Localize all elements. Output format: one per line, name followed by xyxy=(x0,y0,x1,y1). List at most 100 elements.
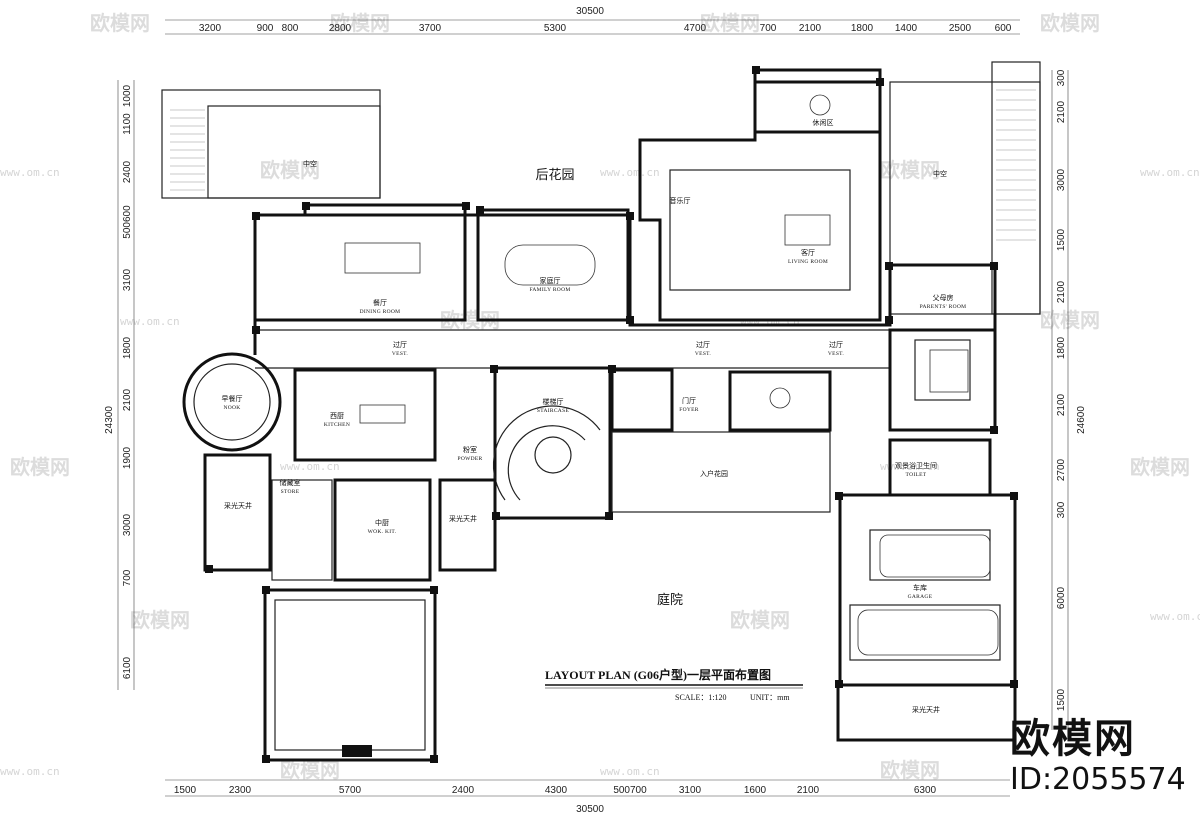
room-label-wok-kitchen-en: WOK. KIT. xyxy=(368,529,397,535)
top-dimension: 1400 xyxy=(895,23,918,34)
top-dimension: 800 xyxy=(282,23,299,34)
room-label-foyer-en: FOYER xyxy=(679,407,699,413)
watermark-logo-text: 欧模网 xyxy=(880,758,940,782)
watermark-url: www.om.cn xyxy=(600,765,660,778)
room-label-garage-en: GARAGE xyxy=(908,594,933,600)
caption-title: LAYOUT PLAN (G06户型)一层平面布置图 xyxy=(545,667,771,682)
brand-id: ID:2055574 xyxy=(1010,762,1186,797)
room-label-staircase: 楼梯厅 xyxy=(543,397,564,406)
room-label-skylight-well: 采光天井 xyxy=(912,705,940,714)
watermark-logo-text: 欧模网 xyxy=(730,608,790,632)
room-label-living-room-en: LIVING ROOM xyxy=(788,259,828,265)
left-dimension: 1800 xyxy=(122,336,133,359)
top-dimension: 2500 xyxy=(949,23,972,34)
left-dimension: 1900 xyxy=(122,446,133,469)
watermark-url: www.om.cn xyxy=(0,765,60,778)
top-dimension: 1800 xyxy=(851,23,874,34)
right-dimension: 2100 xyxy=(1056,280,1067,303)
room-label-family-room-en: FAMILY ROOM xyxy=(529,287,570,293)
watermark-logo-text: 欧模网 xyxy=(1040,11,1100,35)
bottom-dimension: 6300 xyxy=(914,785,937,796)
room-label-store: 储藏室 xyxy=(280,478,301,487)
right-dimension: 1800 xyxy=(1056,336,1067,359)
room-labels: 中空 中空 后花园 休闲区 音乐厅 客厅 LIVING ROOM 餐厅 DINI… xyxy=(222,118,967,714)
top-dimension: 4700 xyxy=(684,23,707,34)
caption-unit: UNIT：mm xyxy=(750,693,790,702)
watermark-logo-text: 欧模网 xyxy=(130,608,190,632)
left-dimension: 500600 xyxy=(122,205,133,239)
brand-name: 欧模网 xyxy=(1010,716,1136,762)
room-label-foyer: 门厅 xyxy=(682,396,696,405)
watermark-url: www.om.cn xyxy=(0,166,60,179)
room-label-dining-room: 餐厅 xyxy=(373,298,387,307)
room-label-kitchen: 西厨 xyxy=(330,412,344,420)
watermark-logo-text: 欧模网 xyxy=(10,455,70,479)
room-label-vestibule-en: VEST. xyxy=(392,351,409,357)
right-dimension: 300 xyxy=(1056,501,1067,518)
left-dimension: 1100 xyxy=(122,113,133,135)
watermark-logo-text: 欧模网 xyxy=(90,11,150,35)
left-dimension: 3100 xyxy=(122,268,133,291)
bottom-dimension: 1600 xyxy=(744,785,767,796)
room-label-living-room: 客厅 xyxy=(801,248,815,257)
room-label-vestibule-en: VEST. xyxy=(828,351,845,357)
room-label-vestibule: 过厅 xyxy=(696,340,710,349)
top-total-dimension: 30500 xyxy=(576,6,604,17)
room-label-nook-en: NOOK xyxy=(223,405,240,411)
watermark-url: www.om.cn xyxy=(1150,610,1200,623)
left-dimension: 3000 xyxy=(122,513,133,536)
room-label-leisure-area: 休闲区 xyxy=(813,118,834,127)
watermark-url: www.om.cn xyxy=(1140,166,1200,179)
watermark-logo-text: 欧模网 xyxy=(280,758,340,782)
watermark-logo-text: 欧模网 xyxy=(330,11,390,35)
watermark-url: www.om.cn xyxy=(880,460,940,473)
right-dimension: 6000 xyxy=(1056,586,1067,609)
watermark-logo-text: 欧模网 xyxy=(1130,455,1190,479)
bottom-dimension: 5700 xyxy=(339,785,362,796)
left-dimension: 2400 xyxy=(122,160,133,183)
bottom-dimension: 2300 xyxy=(229,785,252,796)
right-total-dimension: 24600 xyxy=(1076,406,1087,434)
room-label-void-left: 中空 xyxy=(303,159,317,168)
watermark-logo-text: 欧模网 xyxy=(700,11,760,35)
right-dimension: 2700 xyxy=(1056,458,1067,481)
room-label-dining-room-en: DINING ROOM xyxy=(360,309,401,315)
bottom-dimension: 500700 xyxy=(613,785,647,796)
room-label-garage: 车库 xyxy=(913,583,927,592)
left-dimension: 700 xyxy=(122,569,133,586)
right-dimension: 1500 xyxy=(1056,688,1067,711)
dimension-chains: 30500 3200 900 800 2800 3700 5300 4700 7… xyxy=(104,6,1087,815)
furniture xyxy=(344,94,999,656)
right-dimension: 2100 xyxy=(1056,100,1067,123)
watermark-logo-text: 欧模网 xyxy=(1040,308,1100,332)
room-label-powder-en: POWDER xyxy=(457,456,482,462)
room-label-staircase-en: STAIRCASE xyxy=(537,408,570,414)
top-dimension: 900 xyxy=(257,23,274,34)
room-label-store-en: STORE xyxy=(281,489,300,495)
bottom-dimension: 1500 xyxy=(174,785,197,796)
room-label-vestibule-en: VEST. xyxy=(695,351,712,357)
room-label-nook: 早餐厅 xyxy=(222,394,243,403)
bottom-total-dimension: 30500 xyxy=(576,804,604,815)
bottom-dimension: 4300 xyxy=(545,785,568,796)
room-label-wok-kitchen: 中厨 xyxy=(375,518,389,527)
top-dimension: 600 xyxy=(995,23,1012,34)
bottom-dimension: 3100 xyxy=(679,785,702,796)
watermark-url: www.om.cn xyxy=(120,315,180,328)
top-dimension: 700 xyxy=(760,23,777,34)
room-label-back-garden: 后花园 xyxy=(535,167,574,183)
room-label-toilet-en: TOILET xyxy=(906,472,927,478)
right-dimension: 3000 xyxy=(1056,168,1067,191)
top-dimension: 3700 xyxy=(419,23,442,34)
room-label-entry-garden: 入户花园 xyxy=(700,469,728,478)
top-dimension: 3200 xyxy=(199,23,222,34)
bottom-dimension: 2400 xyxy=(452,785,475,796)
caption-scale: SCALE：1:120 xyxy=(675,693,727,702)
bottom-dimension: 2100 xyxy=(797,785,820,796)
left-dimension: 2100 xyxy=(122,388,133,411)
left-dimension: 1000 xyxy=(122,84,133,107)
room-label-courtyard: 庭院 xyxy=(657,592,683,608)
watermark-layer: 欧模网 欧模网 欧模网 欧模网 欧模网 欧模网 欧模网 欧模网 欧模网 欧模网 xyxy=(0,11,1200,782)
room-label-toilet: 观景浴卫生间 xyxy=(895,461,937,470)
